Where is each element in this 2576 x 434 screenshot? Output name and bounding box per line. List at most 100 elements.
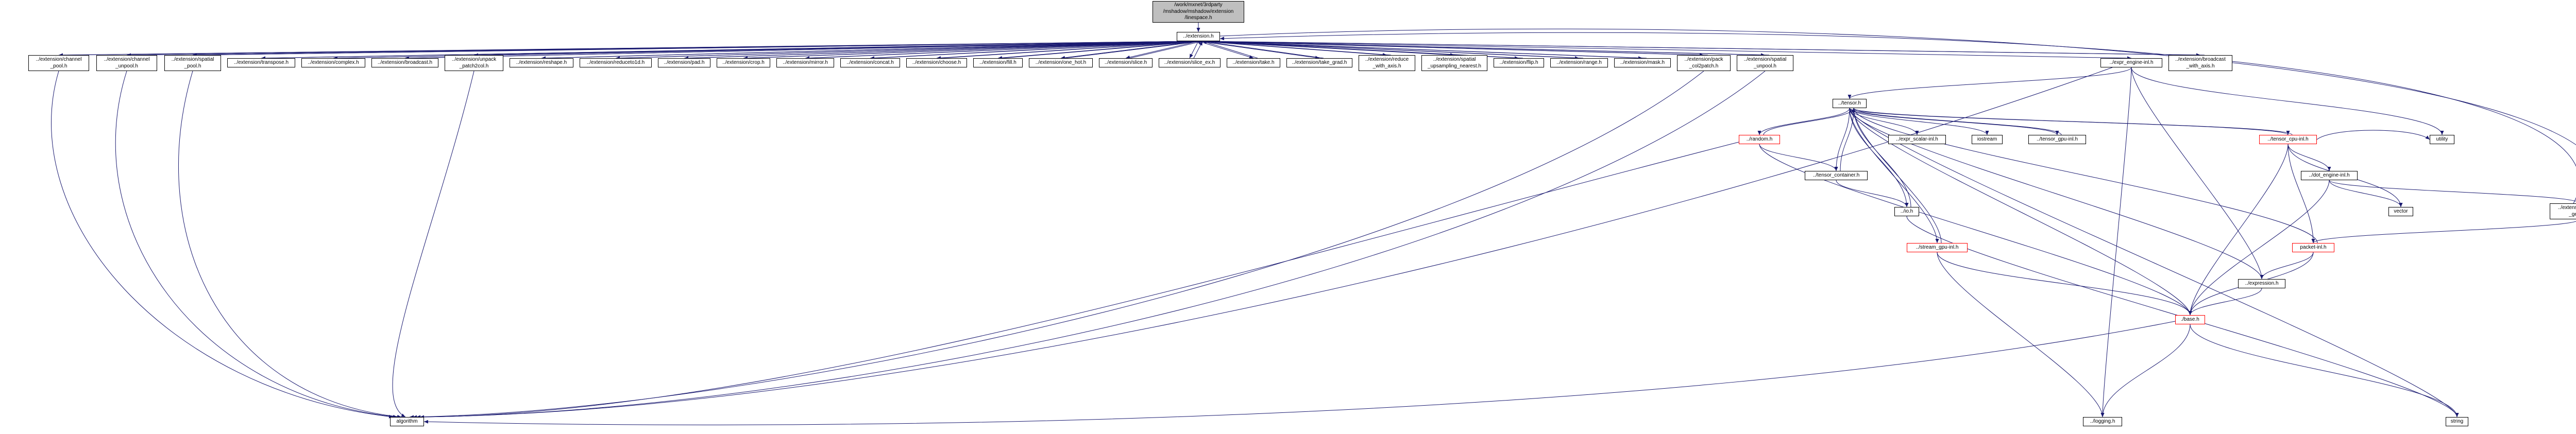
node-label-line: ../tensor_gpu-inl.h [2036,136,2078,142]
node-broadcast[interactable]: ../extension/broadcast.h [371,58,438,67]
node-broadcast_with_axis[interactable]: ../extension/broadcast_with_axis.h [2168,55,2232,71]
node-label-line: ../io.h [1900,208,1913,214]
node-base[interactable]: ./base.h [2175,315,2205,324]
edge-pad-to-extension [688,39,1203,59]
edge-random-to-tensor [1763,108,1856,135]
node-spatial_pool[interactable]: ../extension/spatial_pool.h [164,55,221,71]
node-iostream[interactable]: iostream [1972,135,2003,144]
edge-tensor-to-expression [1849,108,2264,280]
node-reduce_with_axis[interactable]: ../extension/reduce_with_axis.h [1359,55,1415,71]
node-complex[interactable]: ../extension/complex.h [301,58,365,67]
edge-tensor_cpu-to-dot_engine [2287,144,2331,171]
edge-expr_engine-to-tensor [1848,67,2132,99]
edge-stream_gpu-to-tensor [1852,108,1942,244]
edge-tensor-to-iostream [1849,108,1989,135]
edge-dot_engine-to-implicit_gemm [2329,180,2576,202]
node-label-line: ../extension/crop.h [722,59,765,65]
node-take_grad[interactable]: ../extension/take_grad.h [1286,58,1352,67]
node-pack_col2patch[interactable]: ../extension/pack_col2patch.h [1677,55,1731,71]
node-label-line: ../extension/choose.h [912,59,961,65]
node-label-line: ../extension/unpack [451,57,497,62]
node-channel_unpool[interactable]: ../extension/channel_unpool.h [96,55,157,71]
node-transpose[interactable]: ../extension/transpose.h [227,58,295,67]
edge-stream_gpu-to-base [1937,252,2192,316]
node-packet[interactable]: packet-inl.h [2292,243,2334,252]
node-algorithm[interactable]: algorithm [390,417,424,426]
node-mirror[interactable]: ../extension/mirror.h [776,58,834,67]
node-label-line: /linespace.h [1184,15,1212,21]
edge-channel_unpool-to-algorithm [115,71,398,419]
node-label-line: ../stream_gpu-inl.h [1916,244,1959,250]
node-label-line: ../extension/mirror.h [783,59,828,65]
node-label-line: _with_axis.h [1372,63,1401,69]
node-fill[interactable]: ../extension/fill.h [973,58,1023,67]
node-pad[interactable]: ../extension/pad.h [658,58,710,67]
edge-extension-to-fill [997,41,1199,60]
node-label-line: ../expr_scalar-inl.h [1896,136,1938,142]
node-slice_ex[interactable]: ../extension/slice_ex.h [1159,58,1221,67]
node-label-line: iostream [1977,136,1997,142]
edge-take_grad-to-extension [1202,40,1324,59]
node-reshape[interactable]: ../extension/reshape.h [510,58,573,67]
edge-tensor-to-tensor_gpu [1849,108,2059,135]
node-spatial_upsampling[interactable]: ../extension/spatial_upsampling_nearest.… [1421,55,1487,71]
node-label-line: ../tensor_cpu-inl.h [2267,136,2309,142]
node-choose[interactable]: ../extension/choose.h [906,58,967,67]
node-label-line: vector [2394,208,2408,214]
node-unpack_patch2col[interactable]: ../extension/unpack_patch2col.h [445,55,503,71]
edge-concat-to-extension [874,39,1203,59]
node-dot_engine[interactable]: ../dot_engine-inl.h [2301,171,2358,180]
node-label-line: ../extension/reshape.h [516,59,567,65]
node-label-line: ../extension/take.h [1232,59,1275,65]
node-io[interactable]: ../io.h [1894,207,1919,216]
node-tensor_cpu[interactable]: ../tensor_cpu-inl.h [2259,135,2317,144]
node-implicit_gemm[interactable]: ../extension/implicit_gemm.h [2550,203,2576,219]
node-one_hot[interactable]: ../extension/one_hot.h [1029,58,1093,67]
node-random[interactable]: ../random.h [1739,135,1780,144]
node-flip[interactable]: ../extension/flip.h [1494,58,1544,67]
node-slice[interactable]: ../extension/slice.h [1099,58,1153,67]
edge-expr_engine-to-utility [2131,67,2444,135]
node-crop[interactable]: ../extension/crop.h [717,58,770,67]
node-extension[interactable]: ../extension.h [1177,32,1220,41]
node-label-line: _unpool.h [115,63,138,69]
edge-tensor_cpu-to-utility [2316,130,2430,140]
node-spatial_unpool[interactable]: ../extension/spatial_unpool.h [1737,55,1793,71]
edge-packet-to-tensor [1852,108,2318,244]
node-tensor[interactable]: ../tensor.h [1833,99,1867,108]
node-expr_scalar[interactable]: ../expr_scalar-inl.h [1888,135,1946,144]
node-tensor_container[interactable]: ../tensor_container.h [1805,171,1868,180]
node-logging[interactable]: ../logging.h [2083,417,2122,426]
edge-tensor_cpu-to-base [2188,144,2289,316]
node-concat[interactable]: ../extension/concat.h [840,58,900,67]
node-reduceto1d[interactable]: ../extension/reduceto1d.h [580,58,652,67]
edge-tensor-to-string [1849,108,2459,418]
node-label-line: ../extension/pack [1684,57,1723,62]
node-vector[interactable]: vector [2388,207,2413,216]
edge-fill-to-extension [1002,40,1203,59]
node-string[interactable]: string [2446,417,2468,426]
edge-dot_engine-to-vector [2329,180,2403,207]
node-label-line: /mshadow/mshadow/extension [1163,8,1234,14]
node-utility[interactable]: utility [2430,135,2454,144]
edge-extension-to-reduce_with_axis [1198,41,1387,57]
node-mask[interactable]: ../extension/mask.h [1614,58,1671,67]
node-label-line: ../extension/reduceto1d.h [586,59,645,65]
node-range[interactable]: ../extension/range.h [1550,58,1608,67]
node-label-line: ../random.h [1746,136,1773,142]
node-expression[interactable]: ../expression.h [2238,279,2285,288]
edge-spatial_unpool-to-algorithm [412,71,1766,419]
edge-extension-to-take [1198,41,1254,59]
node-label-line: ../extension/slice.h [1104,59,1147,65]
edge-tensor_gpu-to-tensor [1852,108,2062,135]
node-channel_pool[interactable]: ../extension/channel_pool.h [28,55,89,71]
node-expr_engine[interactable]: ../expr_engine-inl.h [2100,58,2162,67]
edge-expr_engine-to-logging [2100,67,2132,418]
edge-spatial_pool-to-extension [196,39,1203,56]
node-root[interactable]: /work/mxnet/3rdparty/mshadow/mshadow/ext… [1153,1,1244,23]
node-take[interactable]: ../extension/take.h [1227,58,1280,67]
node-stream_gpu[interactable]: ../stream_gpu-inl.h [1907,243,1968,252]
node-label-line: ../extension/transpose.h [233,59,289,65]
node-tensor_gpu[interactable]: ../tensor_gpu-inl.h [2028,135,2086,144]
